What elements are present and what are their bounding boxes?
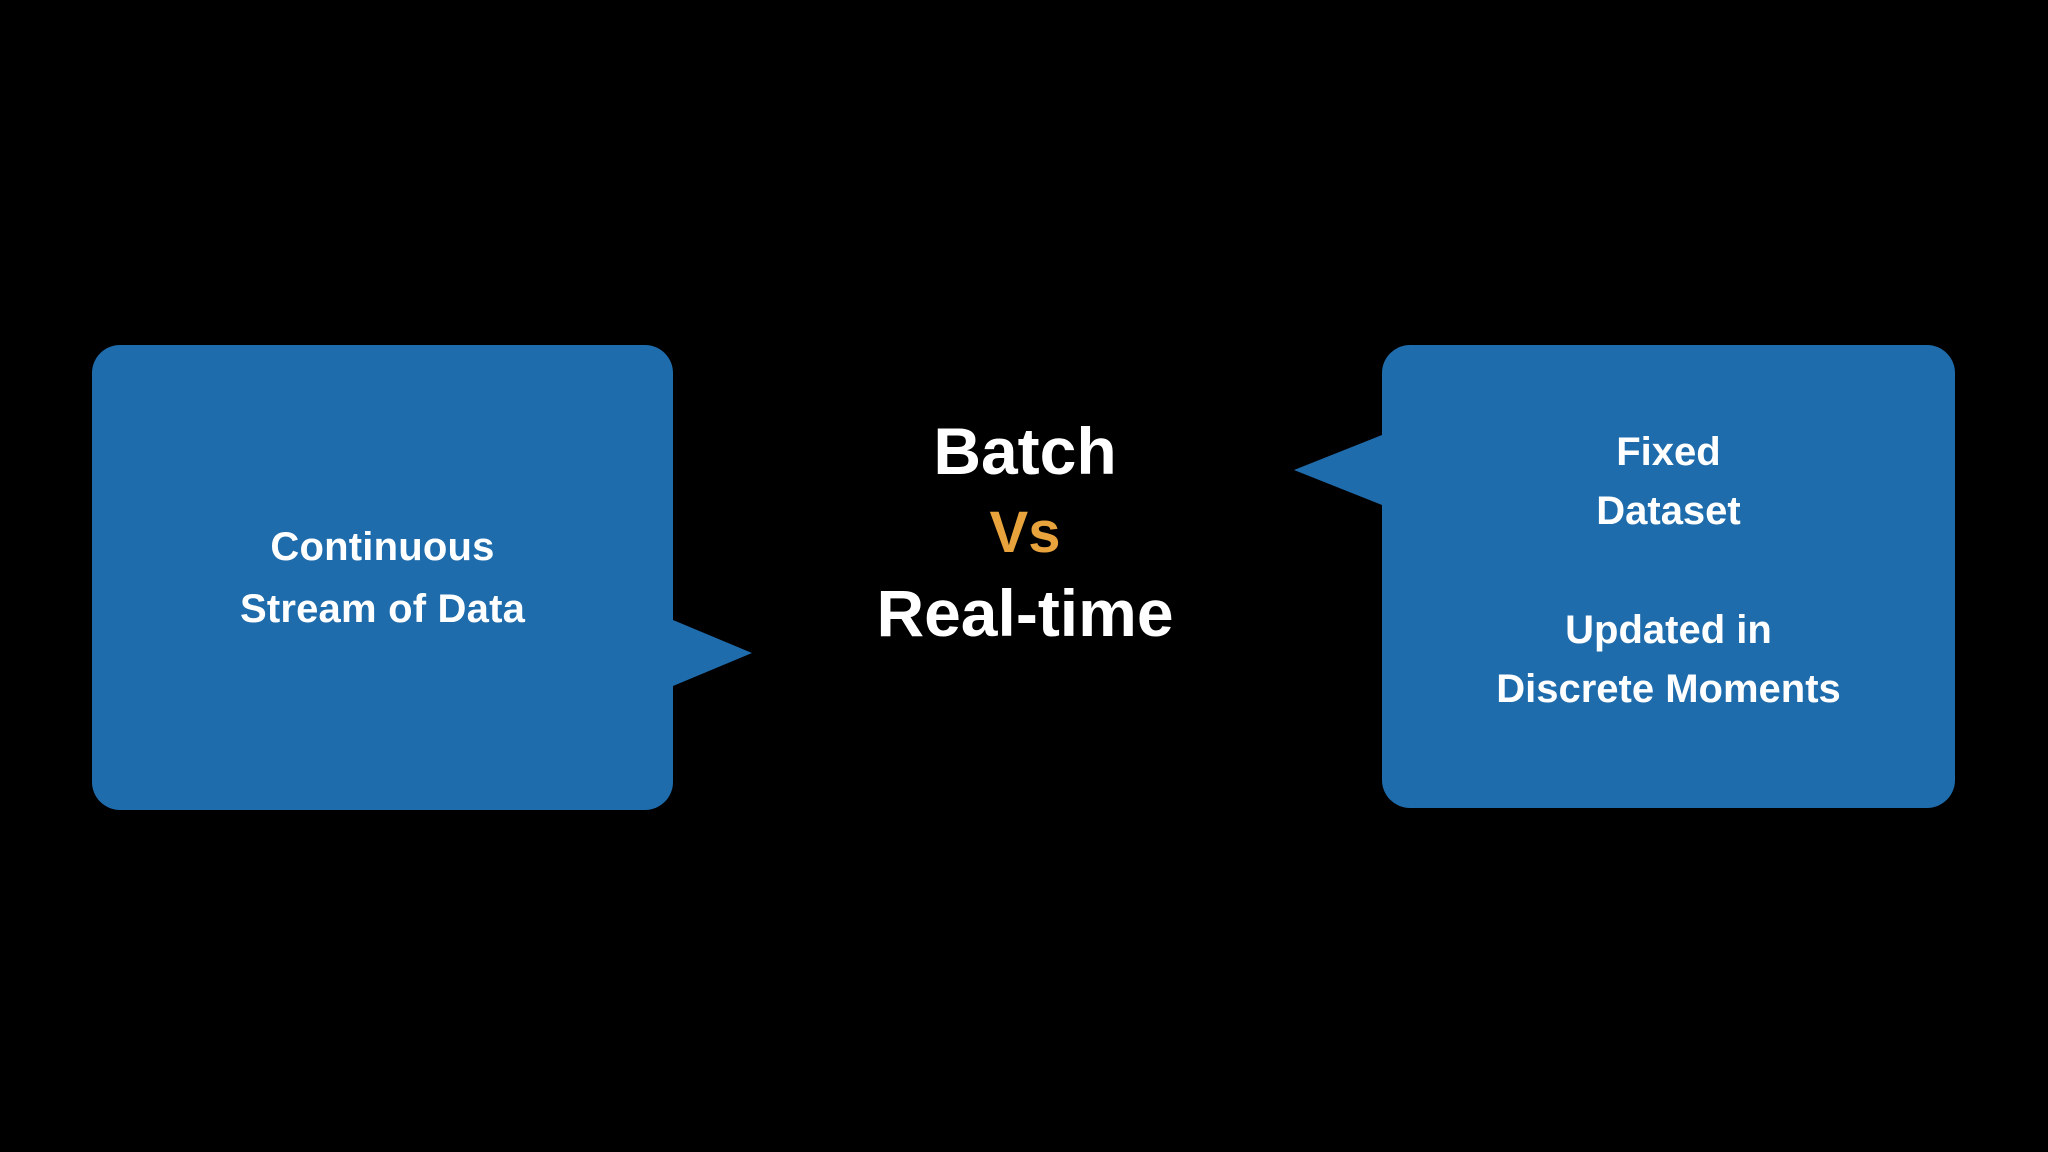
callout-left-streaming: Continuous Stream of Data <box>92 345 752 810</box>
callout-right-label-bottom: Updated in Discrete Moments <box>1496 608 1841 711</box>
comparison-term-batch: Batch <box>933 414 1117 488</box>
callout-left-label: Continuous Stream of Data <box>239 524 526 631</box>
callout-right-batch: Fixed Dataset Updated in Discrete Moment… <box>1294 345 1955 808</box>
comparison-term-realtime: Real-time <box>876 576 1174 650</box>
comparison-connector-vs: Vs <box>989 500 1061 565</box>
comparison-heading: Batch Vs Real-time <box>784 418 1266 646</box>
callout-right-body <box>1382 345 1955 808</box>
callout-right-label-top: Fixed Dataset <box>1596 430 1741 533</box>
callout-right-tail-icon <box>1294 435 1382 505</box>
callout-left-body <box>92 345 673 810</box>
callout-left-tail-icon <box>673 620 752 686</box>
